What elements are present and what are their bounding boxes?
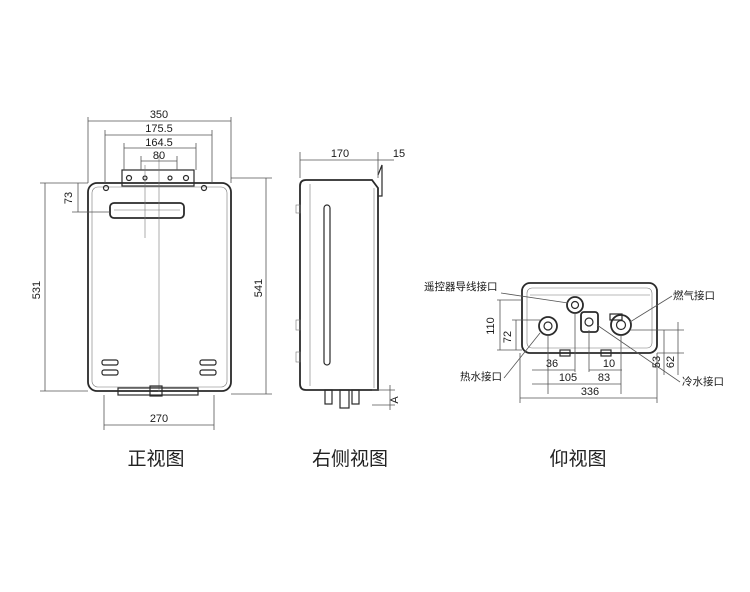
bottom-pipe-center [149,385,163,397]
bracket-hole-right [182,174,190,182]
corner-screw-left [102,184,110,192]
corner-screw-right [200,184,208,192]
vent-right-2 [199,369,217,376]
dim-170: 170 [331,148,349,160]
dim-105: 105 [559,372,577,384]
side-bracket [377,164,383,197]
mounting-bracket [121,169,195,187]
dim-164-5: 164.5 [145,137,173,149]
dim-270: 270 [150,413,168,425]
hot-water-fitting-inner [543,321,553,331]
gas-valve [609,313,623,321]
dim-10: 10 [603,358,615,370]
label-gas: 燃气接口 [673,289,715,302]
label-cold-water: 冷水接口 [682,375,724,388]
exhaust-outlet [109,202,185,219]
side-body-outline [299,179,379,391]
side-fitting [339,389,350,409]
side-view: 170 15 A 右侧视图 [295,148,405,470]
side-rib [295,319,301,331]
bracket-hole-left [125,174,133,182]
leader-cold [596,324,681,383]
label-hot-water: 热水接口 [460,370,502,383]
side-fitting [324,389,333,405]
bottom-pipes [117,387,199,396]
side-groove [323,204,331,366]
bottom-body-inner [526,287,653,349]
vent-right-1 [199,359,217,366]
gas-fitting [610,314,632,336]
dim-73: 73 [63,192,75,204]
label-remote-wire: 遥控器导线接口 [424,280,498,293]
side-fitting [351,389,360,405]
dim-36: 36 [546,358,558,370]
bottom-view: 遥控器导线接口 燃气接口 热水接口 冷水接口 110 72 36 10 105 … [424,280,724,470]
remote-wire-fitting-inner [570,300,580,310]
dim-15: 15 [393,148,405,160]
cold-water-fitting [580,311,599,333]
bracket-hole-3 [167,175,173,181]
dim-541: 541 [253,279,265,297]
vent-left-2 [101,369,119,376]
front-view-caption: 正视图 [127,448,184,470]
leader-remote [500,292,569,304]
leader-hot [503,332,541,379]
vent-left-1 [101,359,119,366]
dim-531: 531 [31,281,43,299]
dim-83: 83 [598,372,610,384]
hot-water-fitting [538,316,558,336]
bottom-foot [559,349,571,357]
bottom-foot [600,349,612,357]
front-body-inner [91,186,228,388]
dim-a: A [389,396,401,404]
front-body-outline [87,182,232,392]
dim-175-5: 175.5 [145,123,173,135]
gas-fitting-inner [615,319,627,331]
dim-80: 80 [153,150,165,162]
remote-wire-fitting [566,296,584,314]
dim-53: 53 [651,356,663,368]
front-view: 350 175.5 164.5 80 531 73 541 270 正视图 [31,109,272,470]
bottom-view-caption: 仰视图 [549,448,606,470]
side-rib [295,351,301,363]
dim-62: 62 [665,356,677,368]
side-view-caption: 右侧视图 [312,448,388,470]
dim-350: 350 [150,109,168,121]
dim-72: 72 [502,331,514,343]
dim-336: 336 [581,386,599,398]
leader-gas [629,295,673,323]
side-rib [295,204,301,214]
cold-water-fitting-inner [584,317,594,327]
bottom-body-outline [521,282,658,354]
dim-110: 110 [485,317,497,335]
